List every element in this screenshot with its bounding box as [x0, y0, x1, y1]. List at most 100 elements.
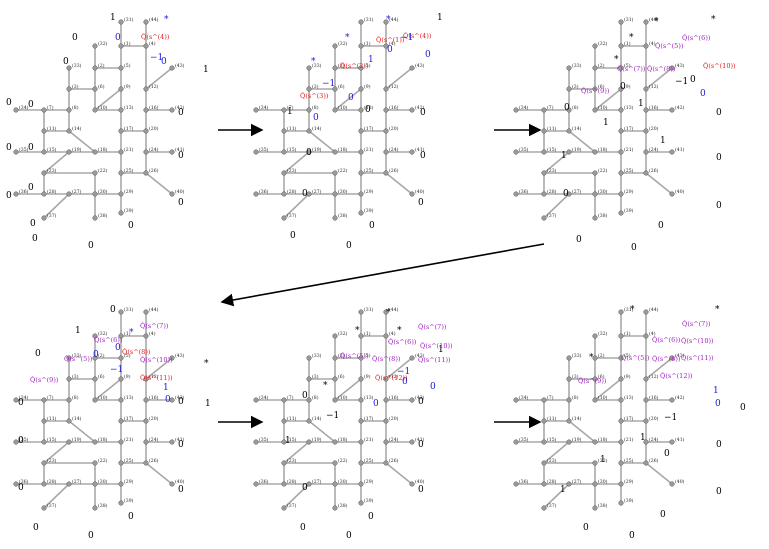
node-label: (41) [175, 436, 185, 443]
graph-node [618, 19, 624, 25]
node-label: (19) [572, 146, 582, 153]
transition-arrow [220, 243, 545, 307]
value-annotation: Q̂(s^(11)) [140, 374, 173, 382]
graph-edge [645, 357, 673, 380]
graph-node [332, 170, 338, 176]
value-annotation: −1 [400, 33, 413, 43]
graph-node [92, 505, 98, 511]
value-annotation: 1 [438, 345, 444, 355]
graph-node [253, 107, 259, 113]
node-label: (7) [547, 394, 554, 401]
graph-node [541, 191, 547, 197]
node-label: (10) [598, 394, 608, 401]
node-label: (31) [624, 16, 634, 23]
graph-node [281, 149, 287, 155]
graph-edge [283, 151, 310, 174]
node-label: (1) [624, 40, 631, 47]
node-label: (28) [547, 478, 557, 485]
node-label: (30) [98, 188, 108, 195]
node-label: (23) [547, 167, 557, 174]
value-annotation: 1 [203, 65, 209, 75]
node-label: (2) [598, 62, 605, 69]
value-annotation: * [715, 305, 720, 315]
node-label: (43) [675, 352, 685, 359]
graph-node [643, 149, 649, 155]
node-label: (12) [649, 83, 659, 90]
graph-edge [68, 130, 96, 153]
value-annotation: Q̂(s^(8)) [372, 355, 401, 363]
graph-node [118, 309, 124, 315]
value-annotation: 0 [6, 191, 12, 201]
value-annotation: 0 [420, 108, 426, 118]
value-annotation: Q̂(s^(8)) [652, 355, 681, 363]
node-label: (11) [547, 415, 557, 422]
node-label: (16) [149, 104, 159, 111]
node-label: (34) [259, 104, 269, 111]
graph-node [383, 128, 389, 134]
graph-edge [145, 172, 173, 195]
node-label: (18) [98, 146, 108, 153]
value-annotation: Q̂(s^(6)) [682, 34, 711, 42]
node-label: (44) [649, 16, 659, 23]
graph-node [541, 460, 547, 466]
node-label: (26) [649, 167, 659, 174]
graph-edge [283, 483, 310, 509]
value-annotation: 0 [165, 395, 171, 405]
value-annotation: * [397, 326, 402, 336]
graph-edge [594, 378, 622, 401]
graph-node [618, 439, 624, 445]
node-label: (28) [547, 188, 557, 195]
graph-node [306, 418, 312, 424]
node-label: (10) [98, 394, 108, 401]
node-label: (34) [259, 394, 269, 401]
node-label: (5) [364, 352, 371, 359]
node-label: (18) [338, 436, 348, 443]
graph-node [358, 460, 364, 466]
node-label: (10) [338, 104, 348, 111]
value-annotation: Q̂(s^(7)) [682, 320, 711, 328]
graph-node [513, 481, 519, 487]
graph-edge [283, 441, 310, 464]
node-label: (34) [19, 394, 29, 401]
value-annotation: 0 [88, 241, 94, 251]
graph-node [618, 210, 624, 216]
graph-node [13, 149, 19, 155]
graph-node [169, 65, 175, 71]
node-label: (30) [98, 478, 108, 485]
node-label: (16) [149, 394, 159, 401]
graph-edge [145, 67, 173, 90]
node-label: (35) [19, 436, 29, 443]
node-label: (14) [572, 415, 582, 422]
graph-node [281, 439, 287, 445]
graph-node [592, 149, 598, 155]
value-annotation: 0 [93, 350, 99, 360]
graph-node [143, 460, 149, 466]
node-label: (10) [338, 394, 348, 401]
value-annotation: Q̂(s^(2)) [340, 62, 369, 70]
node-label: (33) [72, 352, 82, 359]
graph-node [618, 86, 624, 92]
node-label: (36) [519, 478, 529, 485]
graph-node [383, 86, 389, 92]
graph-node [41, 418, 47, 424]
node-label: (4) [389, 40, 396, 47]
node-label: (2) [338, 62, 345, 69]
node-label: (40) [415, 188, 425, 195]
node-label: (27) [572, 188, 582, 195]
graph-node [143, 19, 149, 25]
value-annotation: 1 [437, 13, 443, 23]
node-label: (37) [47, 212, 57, 219]
value-annotation: 0 [313, 113, 319, 123]
value-annotation: 0 [373, 399, 379, 409]
node-label: (31) [364, 16, 374, 23]
graph-node [566, 481, 572, 487]
node-label: (25) [364, 167, 374, 174]
graph-edge [543, 151, 570, 174]
value-annotation: Q̂(s^(5)) [340, 352, 369, 360]
graph-node [383, 418, 389, 424]
value-annotation: 0 [178, 397, 184, 407]
node-label: (17) [624, 415, 634, 422]
graph-node [566, 128, 572, 134]
graph-node [332, 215, 338, 221]
node-label: (23) [547, 457, 557, 464]
